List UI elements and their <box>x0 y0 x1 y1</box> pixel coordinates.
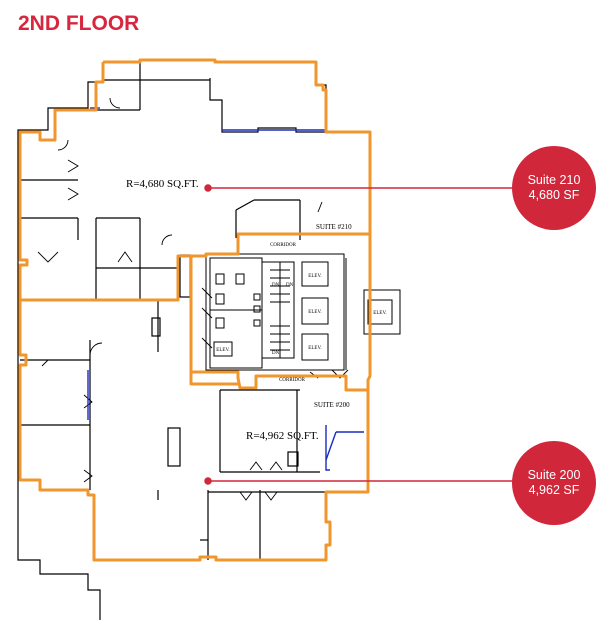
building-walls <box>17 62 330 620</box>
suite-210-marker <box>204 184 212 192</box>
suite-210-callout: Suite 210 4,680 SF <box>512 146 596 230</box>
corridor-label-bottom: CORRIDOR <box>279 378 306 383</box>
suite-210-callout-name: Suite 210 <box>527 173 581 187</box>
elevator-label-1: ELEV. <box>308 274 321 279</box>
stair-label-2: DN <box>286 283 294 288</box>
elevator-label-3: ELEV. <box>308 346 321 351</box>
stair-label-1: DN <box>272 283 280 288</box>
suite-200-marker <box>204 477 212 485</box>
stair-label-3: DN <box>272 351 280 356</box>
suite-210-outline <box>18 62 372 392</box>
building-core <box>205 253 401 371</box>
elevator-label-5: ELEV. <box>216 348 229 353</box>
corridor-label-top: CORRIDOR <box>270 243 297 248</box>
elevator-label-2: ELEV. <box>308 310 321 315</box>
suite-210-area: R=4,680 SQ.FT. <box>126 178 199 190</box>
suite-200-outline <box>18 300 370 562</box>
suite-200-callout-name: Suite 200 <box>527 468 581 482</box>
suite-200-area: R=4,962 SQ.FT. <box>246 430 319 442</box>
suite-210-label: SUITE #210 <box>316 223 352 231</box>
page-title: 2ND FLOOR <box>18 12 140 35</box>
elevator-label-4: ELEV. <box>373 311 386 316</box>
suite-200-callout-area: 4,962 SF <box>528 483 580 497</box>
suite-200-callout: Suite 200 4,962 SF <box>512 441 596 525</box>
suite-outlines <box>18 58 372 562</box>
leader-lines <box>204 184 514 485</box>
suite-200-label: SUITE #200 <box>314 401 350 409</box>
suite-210-callout-area: 4,680 SF <box>528 188 580 202</box>
